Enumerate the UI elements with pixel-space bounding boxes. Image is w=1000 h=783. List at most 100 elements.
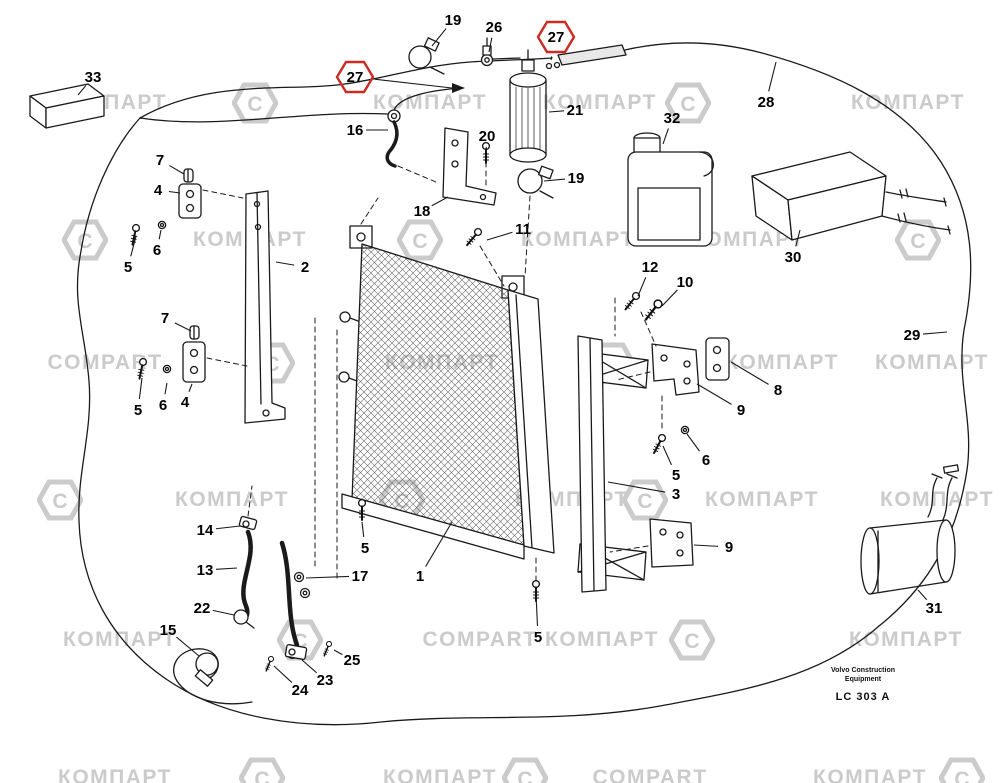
callout-24: 24 [273, 665, 309, 699]
callout-number: 27 [347, 69, 364, 86]
callout-6: 6 [686, 433, 710, 469]
watermark-text-cyrillic: КОМПАРТ [725, 351, 839, 374]
callout-5: 5 [662, 445, 680, 484]
callout-22: 22 [194, 600, 235, 617]
leader-line [661, 289, 678, 307]
callout-number: 18 [414, 203, 431, 220]
callout-number: 3 [672, 486, 680, 503]
svg-text:C: C [910, 230, 925, 253]
evaporator-box-30 [751, 151, 951, 241]
callout-number: 19 [568, 170, 585, 187]
callout-number: 10 [677, 274, 694, 291]
leader-line [607, 481, 666, 493]
leader-line [662, 445, 673, 466]
watermark-text-cyrillic: КОМПАРТ [543, 91, 657, 114]
callout-17: 17 [305, 568, 369, 585]
svg-text:C: C [412, 230, 427, 253]
callout-number: 6 [153, 242, 161, 259]
oil-container-32 [627, 132, 714, 247]
callout-20: 20 [479, 128, 495, 153]
callout-number: 4 [181, 394, 190, 411]
callout-6: 6 [159, 382, 168, 414]
callout-number: 12 [642, 259, 659, 276]
watermark-text-cyrillic: КОМПАРТ [851, 91, 965, 114]
watermark-text-cyrillic: КОМПАРТ [880, 488, 994, 511]
leader-line [768, 61, 777, 92]
leader-line [130, 235, 137, 257]
box-33 [29, 83, 105, 129]
callout-number: 25 [344, 652, 361, 669]
callout-number: 33 [85, 69, 102, 86]
hose-16 [385, 109, 401, 168]
callout-number: 19 [445, 12, 462, 29]
callout-number: 9 [725, 539, 733, 556]
callout-3: 3 [607, 481, 680, 503]
highlighted-callout-27: 27 [536, 20, 576, 61]
watermark-text-cyrillic: КОМПАРТ [875, 351, 989, 374]
leader-line [637, 276, 647, 297]
leader-line [374, 78, 453, 89]
svg-text:C: C [517, 768, 532, 783]
callout-number: 5 [672, 467, 680, 484]
callout-32: 32 [662, 110, 680, 145]
callout-number: 7 [156, 152, 164, 169]
callout-number: 4 [154, 182, 163, 199]
radiator-assembly [338, 225, 555, 602]
leader-line [168, 190, 181, 194]
callout-14: 14 [197, 522, 241, 539]
compart-logo-icon: C [668, 619, 716, 661]
leader-line [730, 361, 769, 385]
watermark-text-cyrillic: КОМПАРТ [813, 766, 927, 783]
svg-text:C: C [684, 630, 699, 653]
side-panel-right [577, 335, 649, 593]
watermark-text-cyrillic: КОМПАРТ [373, 91, 487, 114]
watermark-text-cyrillic: КОМПАРТ [383, 766, 497, 783]
compart-logo-icon: C [664, 82, 712, 124]
receiver-drier [509, 49, 554, 199]
leader-line [922, 331, 948, 335]
callout-number: 6 [159, 397, 167, 414]
callout-7: 7 [161, 310, 192, 332]
watermark-text-cyrillic: КОМПАРТ [545, 628, 659, 651]
leader-line [138, 377, 143, 400]
callout-number: 11 [515, 221, 531, 238]
callout-28: 28 [758, 61, 777, 111]
callout-number: 23 [317, 672, 334, 689]
callout-8: 8 [730, 361, 782, 399]
leader-line [275, 261, 295, 266]
callout-number: 1 [416, 568, 424, 585]
callout-16: 16 [347, 122, 388, 139]
watermark-text-cyrillic: КОМПАРТ [849, 628, 963, 651]
compart-logo-icon: C [36, 479, 84, 521]
brackets-left [128, 168, 206, 383]
mounting-bracket-18 [442, 127, 497, 249]
callout-4: 4 [154, 182, 181, 199]
compart-logo-icon: C [396, 219, 444, 261]
leader-line [188, 383, 193, 392]
callout-2: 2 [275, 259, 309, 276]
watermark-text-latin: COMPART [592, 766, 708, 783]
callout-number: 17 [352, 568, 369, 585]
callout-11: 11 [486, 221, 531, 241]
leader-line [535, 593, 539, 627]
leader-line [693, 544, 719, 547]
leader-line [305, 575, 350, 579]
watermark-text-cyrillic: КОМПАРТ [58, 766, 172, 783]
drain-hoses [194, 515, 334, 687]
callout-number: 15 [160, 622, 177, 639]
callout-5: 5 [124, 235, 137, 276]
direction-arrow-icon [452, 83, 465, 93]
accumulator-31 [860, 464, 960, 595]
svg-text:C: C [637, 490, 652, 513]
callout-19: 19 [543, 170, 585, 187]
callout-30: 30 [785, 229, 801, 266]
callout-number: 22 [194, 600, 211, 617]
callout-1: 1 [416, 521, 453, 585]
leader-line [686, 433, 700, 452]
callout-number: 27 [548, 29, 565, 46]
construction-lines [202, 161, 663, 583]
side-panel-left [244, 190, 286, 424]
